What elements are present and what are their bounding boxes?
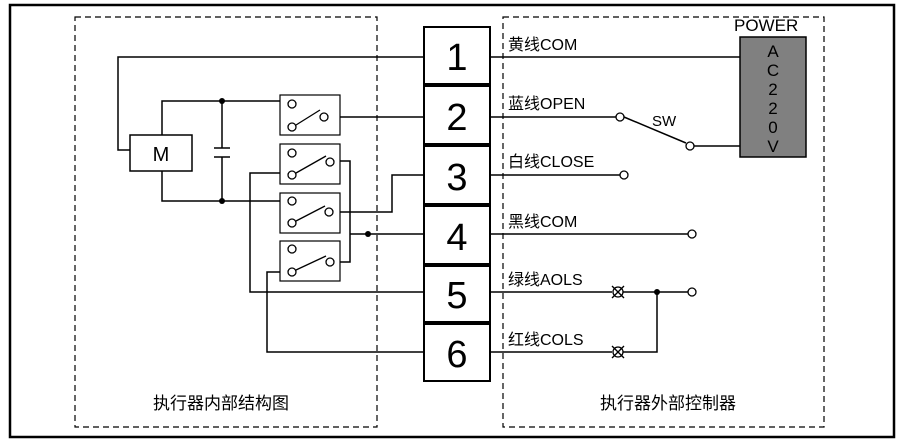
motor [129, 134, 193, 172]
power-char-5: 0 [768, 118, 777, 137]
wire-label-3: 白线CLOSE [508, 153, 594, 171]
internal-wiring [117, 56, 424, 353]
power-title: POWER [734, 16, 798, 35]
terminal-number-5: 5 [446, 275, 467, 317]
internal-structure-title: 执行器内部结构图 [153, 394, 289, 413]
terminal-2 [423, 85, 491, 145]
terminal-6 [423, 323, 491, 382]
terminal-1 [423, 26, 491, 85]
relay-switches [279, 94, 341, 282]
relay-contacts [287, 99, 335, 277]
power-char-3: 2 [768, 80, 777, 99]
wire-label-2: 蓝线OPEN [508, 95, 585, 113]
external-controller-title: 执行器外部控制器 [600, 394, 736, 413]
terminal-5 [423, 265, 491, 323]
terminal-number-3: 3 [446, 157, 467, 199]
power-char-6: V [767, 137, 779, 156]
terminal-block [423, 26, 491, 382]
wire-label-6: 红线COLS [508, 331, 584, 349]
power-char-4: 2 [768, 99, 777, 118]
power-char-2: C [767, 61, 779, 80]
internal-structure-boundary [74, 16, 378, 428]
external-controller-boundary [502, 16, 825, 428]
motor-label: M [153, 144, 170, 166]
terminal-3 [423, 145, 491, 205]
wire-label-5: 绿线AOLS [508, 271, 583, 289]
wire-label-4: 黑线COM [508, 213, 577, 231]
power-char-1: A [767, 42, 779, 61]
switch-label: SW [652, 113, 677, 130]
wire-label-1: 黄线COM [508, 36, 577, 54]
terminal-4 [423, 205, 491, 265]
outer-frame [8, 3, 896, 439]
limit-contacts [611, 285, 625, 359]
terminal-number-1: 1 [446, 37, 467, 79]
terminal-number-2: 2 [446, 97, 467, 139]
terminal-number-6: 6 [446, 334, 467, 376]
external-wiring [490, 56, 740, 353]
external-terminals [615, 112, 697, 297]
power-supply-box [739, 36, 807, 158]
terminal-number-4: 4 [446, 217, 467, 259]
